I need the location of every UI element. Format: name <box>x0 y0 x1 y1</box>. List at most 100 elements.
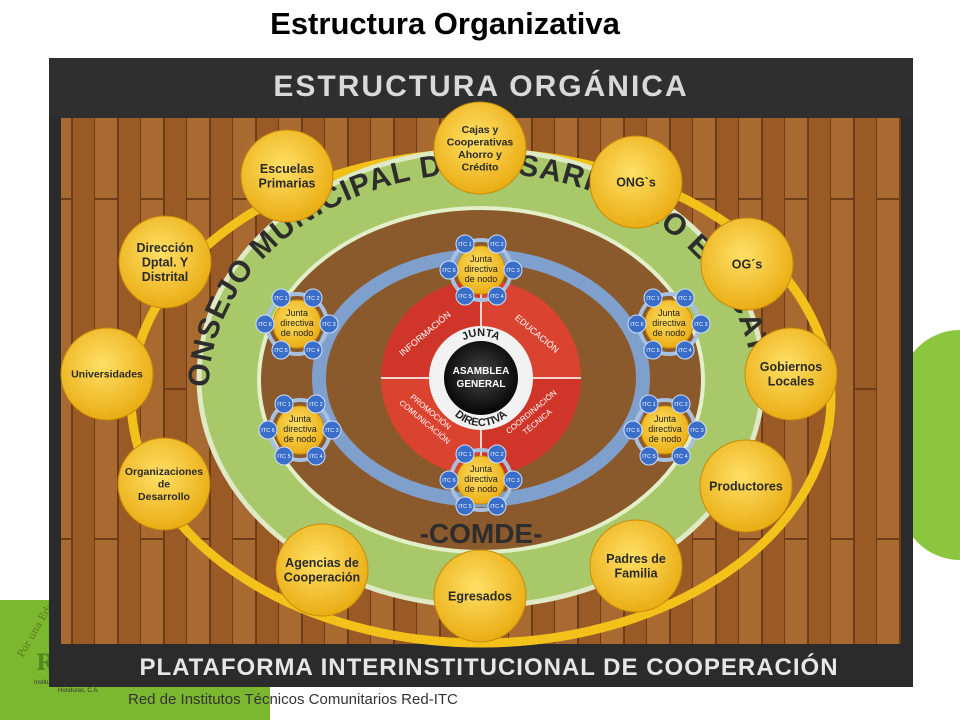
outer-circle-shape <box>433 549 527 643</box>
node-label: directiva <box>648 424 682 434</box>
itc-label: ITC 4 <box>674 454 687 460</box>
node-label: directiva <box>464 264 498 274</box>
itc-badge <box>503 260 523 280</box>
itc-badge <box>255 314 275 334</box>
itc-badge <box>487 286 507 306</box>
itc-label: ITC 2 <box>306 296 319 302</box>
node-label: de nodo <box>465 274 498 284</box>
itc-badge <box>671 394 691 414</box>
itc-label: ITC 4 <box>490 294 503 300</box>
outer-circle-shape <box>275 523 369 617</box>
itc-label: ITC 2 <box>674 402 687 408</box>
center-diagram: ASAMBLEA GENERAL JUNTA DIRECTIVA INFORMA… <box>381 280 581 476</box>
outer-circle-label: Productores <box>709 479 783 493</box>
itc-badge <box>274 446 294 466</box>
itc-label: ITC 1 <box>274 296 287 302</box>
itc-badge <box>639 446 659 466</box>
itc-label: ITC 1 <box>458 452 471 458</box>
outer-circle-shape <box>744 327 838 421</box>
node-label: Junta <box>654 414 676 424</box>
outer-circle-label: Padres de <box>606 552 666 566</box>
outer-circle-label: Primarias <box>259 177 316 191</box>
itc-label: ITC 6 <box>258 322 271 328</box>
itc-badge <box>455 496 475 516</box>
outer-circle-label: Desarrollo <box>138 491 190 503</box>
itc-label: ITC 1 <box>646 296 659 302</box>
outer-circle-shape <box>589 519 683 613</box>
outer-circle-label: Dirección <box>137 241 194 255</box>
itc-label: ITC 3 <box>506 268 519 274</box>
comde-label: -COMDE- <box>420 518 543 549</box>
itc-label: ITC 2 <box>490 452 503 458</box>
outer-circle-label: OG´s <box>732 257 763 271</box>
logo-line-2: Honduras, C.A. <box>58 688 100 694</box>
itc-label: ITC 5 <box>642 454 655 460</box>
itc-label: ITC 6 <box>630 322 643 328</box>
outer-circle-label: Agencias de <box>285 556 359 570</box>
outer-circle-label: ONG`s <box>616 175 656 189</box>
itc-label: ITC 5 <box>277 454 290 460</box>
node-label: de nodo <box>653 328 686 338</box>
itc-badge <box>455 234 475 254</box>
itc-badge <box>322 420 342 440</box>
itc-badge <box>691 314 711 334</box>
itc-badge <box>487 496 507 516</box>
itc-badge <box>627 314 647 334</box>
itc-label: ITC 2 <box>309 402 322 408</box>
itc-badge <box>487 234 507 254</box>
diagram-footer: PLATAFORMA INTERINSTITUCIONAL DE COOPERA… <box>139 653 838 681</box>
itc-label: ITC 6 <box>261 428 274 434</box>
itc-label: ITC 6 <box>442 478 455 484</box>
itc-badge <box>439 470 459 490</box>
itc-badge <box>455 286 475 306</box>
outer-circle-label: Organizaciones <box>125 466 203 478</box>
outer-circle-label: Egresados <box>448 589 512 603</box>
diagram-header: ESTRUCTURA ORGÁNICA <box>273 69 688 103</box>
itc-label: ITC 3 <box>506 478 519 484</box>
outer-circle-label: Distrital <box>142 270 189 284</box>
itc-label: ITC 3 <box>694 322 707 328</box>
outer-circle-label: Locales <box>768 375 815 389</box>
node-label: Junta <box>286 308 308 318</box>
itc-label: ITC 2 <box>678 296 691 302</box>
itc-badge <box>274 394 294 414</box>
itc-badge <box>643 340 663 360</box>
itc-label: ITC 5 <box>458 504 471 510</box>
outer-circle-label: Escuelas <box>260 162 314 176</box>
outer-circle-ongs: ONG`s <box>589 135 683 229</box>
itc-badge <box>319 314 339 334</box>
outer-circle-label: de <box>158 479 170 491</box>
itc-badge <box>639 394 659 414</box>
node-label: de nodo <box>465 484 498 494</box>
outer-circle-label: Ahorro y <box>458 149 502 161</box>
outer-circle-shape <box>433 101 527 195</box>
itc-badge <box>303 288 323 308</box>
itc-badge <box>439 260 459 280</box>
arc-directiva: DIRECTIVA <box>453 408 510 429</box>
outer-circle-universidades: Universidades <box>60 327 154 421</box>
itc-badge <box>623 420 643 440</box>
itc-label: ITC 3 <box>325 428 338 434</box>
node-label: Junta <box>658 308 680 318</box>
itc-badge <box>258 420 278 440</box>
itc-badge <box>687 420 707 440</box>
outer-circle-label: Universidades <box>71 369 143 381</box>
center-line-1: ASAMBLEA <box>453 366 510 377</box>
itc-badge <box>303 340 323 360</box>
outer-circle-shape <box>700 217 794 311</box>
node-label: de nodo <box>281 328 314 338</box>
itc-label: ITC 2 <box>490 242 503 248</box>
itc-badge <box>671 446 691 466</box>
outer-circle-shape <box>117 437 211 531</box>
itc-label: ITC 3 <box>322 322 335 328</box>
itc-label: ITC 1 <box>277 402 290 408</box>
center-line-2: GENERAL <box>457 379 506 390</box>
outer-circle-shape <box>60 327 154 421</box>
